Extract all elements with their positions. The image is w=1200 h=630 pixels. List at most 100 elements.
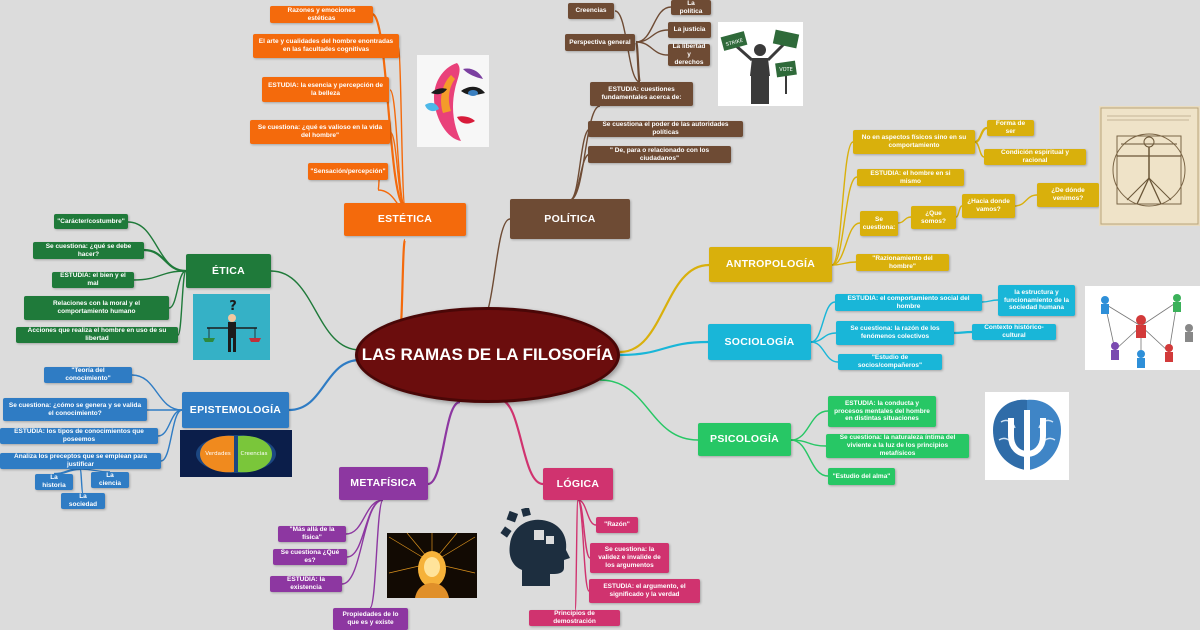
node-etica-estudia[interactable]: ESTUDIA: el bien y el mal xyxy=(52,272,134,288)
connector-logica xyxy=(574,499,579,611)
protest-vote-icon: STRIKE VOTE xyxy=(718,22,803,106)
connector-logica xyxy=(577,499,597,526)
node-epistemologia-ciencia[interactable]: La ciencia xyxy=(91,472,129,488)
branch-logica[interactable]: LÓGICA xyxy=(543,468,613,500)
node-antropologia-condicion[interactable]: Condición espiritual y racional xyxy=(984,149,1086,165)
node-etica-cuestiona[interactable]: Se cuestiona: ¿qué se debe hacer? xyxy=(33,242,144,259)
branch-sociologia[interactable]: SOCIOLOGÍA xyxy=(708,324,811,360)
connector-sociologia xyxy=(810,341,839,363)
branch-psicologia[interactable]: PSICOLOGÍA xyxy=(698,423,791,456)
brain-psi-icon xyxy=(985,392,1069,480)
connector-etica xyxy=(177,270,187,336)
node-psicologia-cuestiona[interactable]: Se cuestiona: la naturaleza íntima del v… xyxy=(826,434,969,458)
node-politica-perspectiva[interactable]: Perspectiva general xyxy=(565,34,635,51)
node-politica-la-politica[interactable]: La política xyxy=(671,0,711,15)
connector-antropologia xyxy=(974,141,985,158)
connector-psicologia xyxy=(790,410,829,441)
connector-etica xyxy=(270,270,361,351)
connector-metafisica xyxy=(369,499,384,609)
node-antropologia-cuestiona[interactable]: Se cuestiona: xyxy=(860,211,898,236)
node-logica-principios[interactable]: Principios de demostración xyxy=(529,610,620,626)
node-politica-justicia[interactable]: La justicia xyxy=(668,22,711,38)
brain-hemispheres-icon: Verdades Creencias xyxy=(180,430,292,477)
branch-epistemologia[interactable]: EPISTEMOLOGÍA xyxy=(182,392,289,428)
node-etica-acciones[interactable]: Acciones que realiza el hombre en uso de… xyxy=(16,327,178,343)
connector-etica xyxy=(168,270,187,309)
connector-metafisica xyxy=(341,499,384,585)
node-politica-ciudadanos[interactable]: " De, para o relacionado con los ciudada… xyxy=(588,146,731,163)
node-epistemologia-estudia[interactable]: ESTUDIA: los tipos de conocimientos que … xyxy=(0,428,158,444)
connector-politica xyxy=(635,41,669,56)
node-sociologia-contexto[interactable]: Contexto histórico-cultural xyxy=(972,324,1056,340)
branch-metafisica[interactable]: METAFÍSICA xyxy=(339,467,428,500)
node-estetica-arte[interactable]: El arte y cualidades del hombre enontrad… xyxy=(253,34,399,58)
glowing-head-icon xyxy=(387,533,477,598)
connector-sociologia xyxy=(953,330,973,335)
connector-estetica xyxy=(370,12,407,208)
node-antropologia-razionamiento[interactable]: "Razionamiento del hombre" xyxy=(856,254,949,271)
connector-politica xyxy=(634,40,642,84)
connector-sociologia xyxy=(619,340,709,357)
connector-politica xyxy=(569,105,601,201)
node-politica-poder[interactable]: Se cuestiona el poder de las autoridades… xyxy=(588,121,743,137)
node-sociologia-estudia[interactable]: ESTUDIA: el comportamiento social del ho… xyxy=(835,294,982,311)
connector-antropologia xyxy=(831,141,854,266)
connector-estetica xyxy=(389,89,406,207)
node-antropologia-de-donde[interactable]: ¿De dónde venimos? xyxy=(1037,183,1099,207)
connector-antropologia xyxy=(974,126,988,144)
connector-antropologia xyxy=(831,176,858,266)
node-estetica-razones[interactable]: Razones y emociones estéticas xyxy=(270,6,373,23)
connector-etica xyxy=(143,248,187,273)
connector-antropologia xyxy=(955,205,963,218)
connector-metafisica xyxy=(427,400,461,486)
vote-sign-text: VOTE xyxy=(779,67,792,73)
node-sociologia-socios[interactable]: "Estudio de socios/compañeros" xyxy=(838,354,942,370)
social-network-icon xyxy=(1085,286,1200,370)
head-puzzle-icon xyxy=(500,508,582,588)
node-sociologia-estructura[interactable]: la estructura y funcionamiento de la soc… xyxy=(998,285,1075,316)
node-antropologia-estudia[interactable]: ESTUDIA: el hombre en si mismo xyxy=(857,169,964,186)
node-estetica-sensacion[interactable]: "Sensación/percepción" xyxy=(308,163,388,180)
node-antropologia-que-somos[interactable]: ¿Que somos? xyxy=(911,206,956,229)
node-metafisica-cuestiona[interactable]: Se cuestiona ¿Qué es? xyxy=(273,549,347,565)
connector-sociologia xyxy=(810,301,836,343)
node-estetica-cuestiona[interactable]: Se cuestiona: ¿qué es valioso en la vida… xyxy=(250,120,390,144)
node-politica-estudia[interactable]: ESTUDIA: cuestiones fundamentales acerca… xyxy=(590,82,693,106)
node-epistemologia-sociedad[interactable]: La sociedad xyxy=(61,493,105,509)
connector-epistemologia xyxy=(288,358,361,412)
node-psicologia-alma[interactable]: "Estudio del alma" xyxy=(828,468,895,485)
node-logica-razon[interactable]: "Razón" xyxy=(596,517,638,533)
branch-estetica[interactable]: ESTÉTICA xyxy=(344,203,466,236)
node-sociologia-cuestiona[interactable]: Se cuestiona: la razón de los fenómenos … xyxy=(836,321,954,345)
node-etica-caracter[interactable]: "Carácter/costumbre" xyxy=(54,214,128,229)
branch-politica[interactable]: POLÍTICA xyxy=(510,199,630,239)
node-etica-moral[interactable]: Relaciones con la moral y el comportamie… xyxy=(24,296,169,320)
connector-etica xyxy=(133,270,187,281)
node-antropologia-hacia[interactable]: ¿Hacia donde vamos? xyxy=(962,194,1015,218)
node-logica-cuestiona[interactable]: Se cuestiona: la validez e invalide de l… xyxy=(590,543,669,573)
connector-epistemologia xyxy=(157,409,183,437)
node-metafisica-estudia[interactable]: ESTUDIA: la existencia xyxy=(270,576,342,592)
branch-etica[interactable]: ÉTICA xyxy=(186,254,271,288)
node-metafisica-propiedades[interactable]: Propiedades de lo que es y existe xyxy=(333,608,408,630)
node-epistemologia-historia[interactable]: La historia xyxy=(35,474,73,490)
node-antropologia-forma[interactable]: Forma de ser xyxy=(987,120,1034,136)
svg-text:?: ? xyxy=(229,299,237,314)
vitruvian-man-icon xyxy=(1099,106,1200,226)
node-epistemologia-analiza[interactable]: Analiza los preceptos que se emplean par… xyxy=(0,453,161,469)
connector-politica xyxy=(635,6,672,43)
branch-antropologia[interactable]: ANTROPOLOGÍA xyxy=(709,247,832,282)
connector-epistemologia xyxy=(79,468,84,494)
node-psicologia-estudia[interactable]: ESTUDIA: la conducta y procesos mentales… xyxy=(828,396,936,427)
node-politica-libertad[interactable]: La libertad y derechos xyxy=(668,43,710,66)
connector-politica xyxy=(635,29,669,43)
node-estetica-estudia[interactable]: ESTUDIA: la esencia y percepción de la b… xyxy=(262,77,389,102)
strike-sign-text: STRIKE xyxy=(725,38,744,48)
node-epistemologia-teoria[interactable]: "Teoría del conocimiento" xyxy=(44,367,132,383)
node-politica-creencias[interactable]: Creencias xyxy=(568,3,614,19)
node-logica-estudia[interactable]: ESTUDIA: el argumento, el significado y … xyxy=(589,579,700,603)
node-epistemologia-cuestiona[interactable]: Se cuestiona: ¿cómo se genera y se valid… xyxy=(3,398,147,421)
node-antropologia-comportamiento[interactable]: No en aspectos físicos sino en su compor… xyxy=(853,130,975,154)
node-metafisica-mas-alla[interactable]: "Más allá de la física" xyxy=(278,526,346,542)
